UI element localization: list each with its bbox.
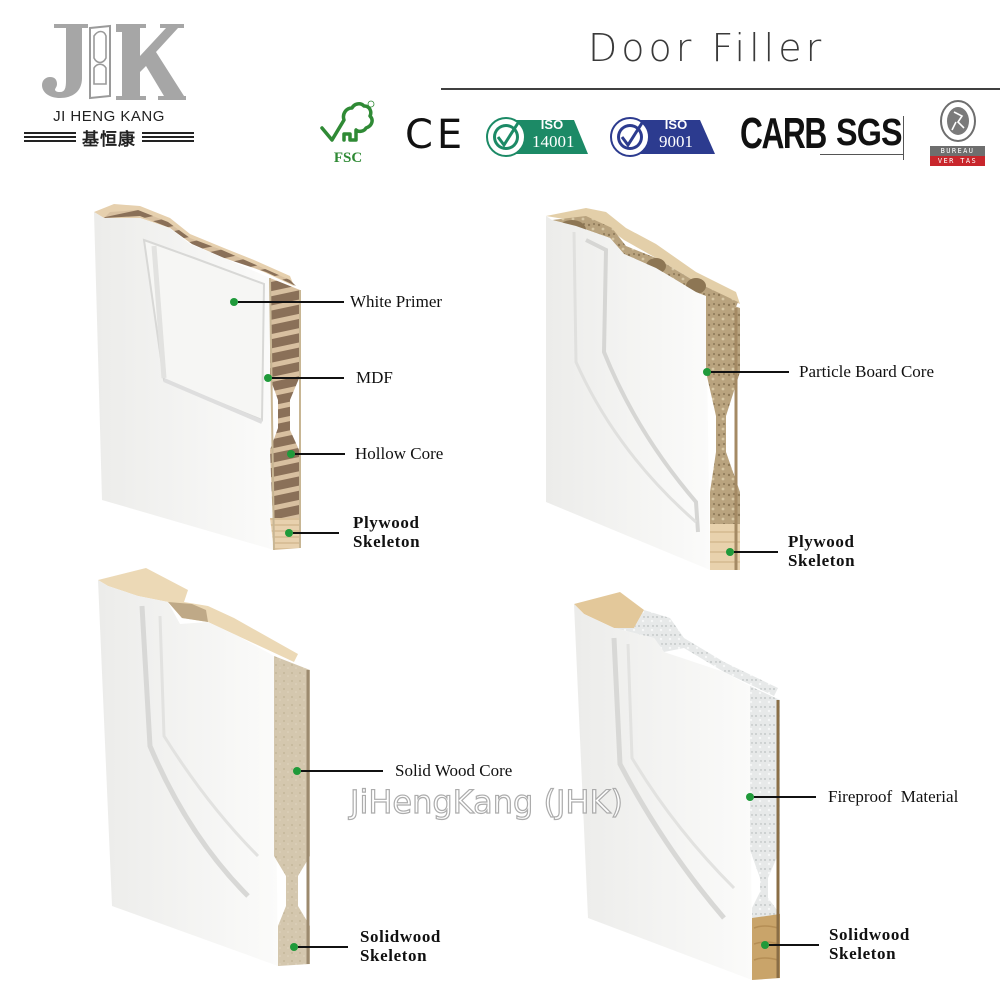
- callout-leader-line: [238, 301, 344, 304]
- callout-dot: [293, 767, 301, 776]
- callout-label-line1: Plywood: [788, 532, 855, 551]
- logo-left-stripes: [24, 132, 76, 142]
- bureau-veritas-line1: BUREAU: [930, 146, 985, 156]
- callout-leader-line: [754, 796, 816, 799]
- solid-wood-door-illustration: [98, 568, 310, 966]
- bureau-veritas-certification: BUREAU VER TAS: [930, 100, 985, 166]
- iso-14001-line2: 14001: [532, 132, 575, 151]
- iso-9001-line2: 9001: [659, 132, 693, 151]
- callout-plywood-skeleton: Plywood Skeleton: [285, 513, 421, 551]
- company-logo: JI HENG KANG 基恒康: [14, 10, 204, 150]
- fsc-label: FSC: [333, 150, 363, 166]
- particle-board-door-illustration: [546, 208, 740, 570]
- logo-english-name: JI HENG KANG: [53, 108, 165, 125]
- callout-dot: [746, 793, 754, 802]
- callout-label: White Primer: [350, 292, 443, 311]
- callout-hollow-core: Hollow Core: [287, 444, 444, 464]
- callout-leader-line: [734, 550, 778, 553]
- callout-label-line2: Skeleton: [829, 943, 897, 963]
- carb-certification: CARB: [740, 109, 827, 158]
- sgs-vertical-rule: [903, 116, 904, 160]
- callout-label: Hollow Core: [355, 444, 444, 463]
- callout-fireproof-material: Fireproof Material: [746, 787, 959, 807]
- callout-solid-wood-core: Solid Wood Core: [293, 761, 513, 781]
- logo-right-stripes: [142, 132, 194, 142]
- iso-9001-line1: ISO: [664, 117, 688, 132]
- jk-monogram-icon: [42, 24, 186, 100]
- callout-dot: [703, 368, 711, 377]
- callout-label-line1: Solidwood: [829, 925, 910, 944]
- callout-solidwood-skeleton-2: Solidwood Skeleton: [761, 925, 910, 963]
- iso-14001-badge: ISO 14001: [486, 117, 588, 157]
- callout-leader-line: [711, 371, 789, 374]
- bureau-veritas-line2: VER TAS: [930, 156, 985, 166]
- ce-mark: CE: [405, 112, 467, 158]
- callout-label-line2: Skeleton: [353, 531, 421, 551]
- fireproof-door-illustration: [574, 592, 780, 980]
- callout-leader-line: [295, 453, 345, 456]
- callout-leader-line: [769, 943, 819, 946]
- callout-mdf: MDF: [264, 368, 393, 388]
- logo-chinese-row: 基恒康: [14, 126, 204, 150]
- callout-dot: [230, 298, 238, 307]
- callout-label: Fireproof Material: [828, 787, 959, 806]
- hollow-core-door-illustration: [94, 204, 301, 551]
- callout-dot: [761, 940, 769, 949]
- callout-particle-board-core: Particle Board Core: [703, 362, 935, 382]
- callout-label: Solidwood Skeleton: [829, 925, 910, 963]
- iso-9001-badge: ISO 9001: [610, 117, 715, 157]
- bureau-veritas-seal-icon: [940, 100, 976, 142]
- page-title: Door Filler: [588, 26, 826, 70]
- fsc-certification: FSC: [318, 100, 378, 170]
- iso-14001-line1: ISO: [540, 117, 564, 132]
- callout-dot: [264, 374, 272, 383]
- callout-dot: [285, 528, 293, 537]
- callout-label: Solid Wood Core: [395, 761, 513, 780]
- callout-label-line2: Skeleton: [788, 550, 856, 570]
- callout-dot: [726, 547, 734, 556]
- callout-leader-line: [298, 945, 348, 948]
- callout-label: Plywood Skeleton: [353, 513, 421, 551]
- sgs-certification: SGS: [820, 112, 912, 162]
- title-divider: [441, 88, 1000, 90]
- callout-label: Particle Board Core: [799, 362, 935, 381]
- callout-label: Plywood Skeleton: [788, 532, 856, 570]
- sgs-label: SGS: [836, 112, 903, 154]
- callout-dot: [287, 450, 295, 459]
- callout-label-line1: Solidwood: [360, 927, 441, 946]
- iso-14001-badge-icon: [486, 117, 588, 157]
- callout-leader-line: [293, 531, 339, 534]
- callout-leader-line: [301, 770, 383, 773]
- callout-dot: [290, 942, 298, 951]
- callout-label: Solidwood Skeleton: [360, 927, 441, 965]
- callout-solidwood-skeleton: Solidwood Skeleton: [290, 927, 441, 965]
- callout-label: MDF: [356, 368, 393, 387]
- fsc-tree-icon: [320, 100, 375, 142]
- callout-white-primer: White Primer: [230, 292, 443, 312]
- watermark-text: JiHengKang (JHK): [349, 782, 623, 821]
- callout-label-line1: Plywood: [353, 513, 420, 532]
- callout-plywood-skeleton-2: Plywood Skeleton: [726, 532, 856, 570]
- iso-9001-badge-icon: [610, 117, 715, 157]
- logo-chinese-name: 基恒康: [82, 129, 136, 150]
- sgs-underline: [820, 154, 904, 155]
- callout-label-line2: Skeleton: [360, 945, 428, 965]
- callout-leader-line: [272, 377, 344, 380]
